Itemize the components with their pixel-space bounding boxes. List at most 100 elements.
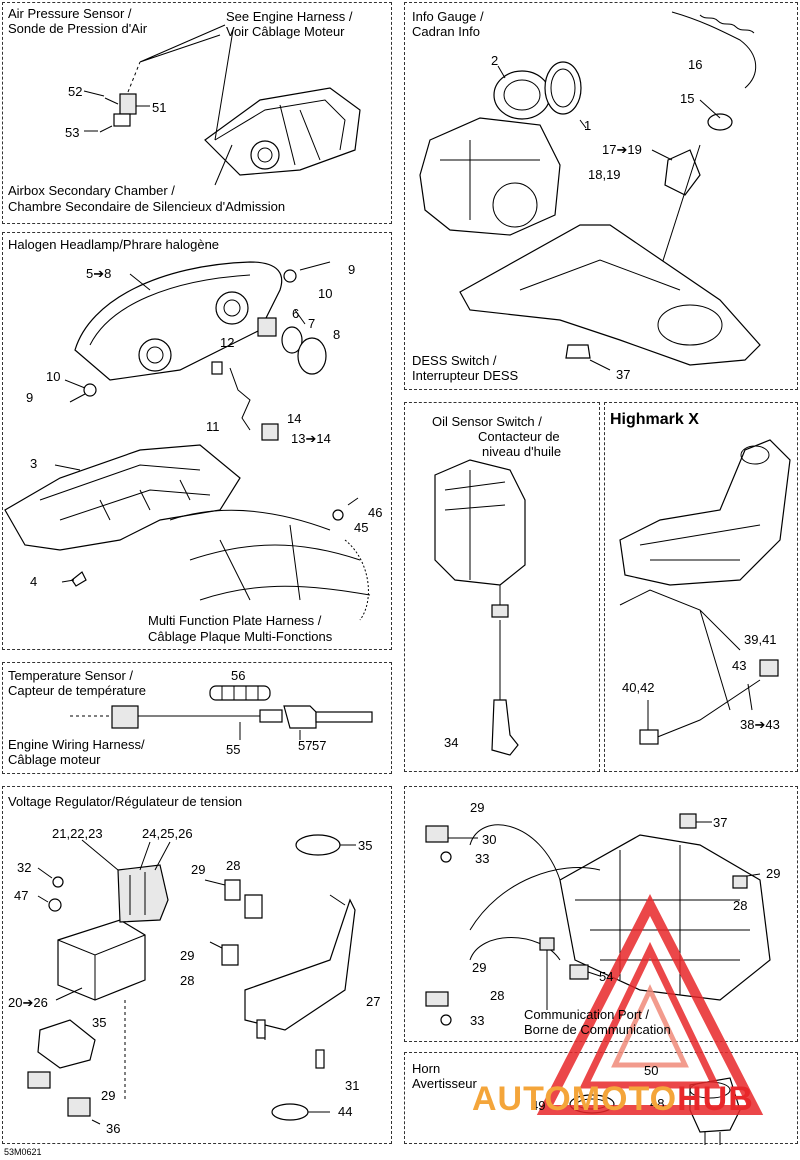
- temperature-drawing: [70, 685, 373, 740]
- mfp-harness-label-en: Multi Function Plate Harness /: [148, 613, 322, 628]
- panel-temperature: [2, 662, 392, 774]
- engine-harness-ref-fr: Voir Câblage Moteur: [226, 24, 345, 39]
- part-number: 15: [680, 91, 695, 106]
- part-number: 43: [732, 658, 747, 673]
- oil-tank-drawing: [434, 459, 526, 756]
- oil-sensor-title-en: Oil Sensor Switch /: [432, 414, 542, 429]
- horn-title-en: Horn: [412, 1061, 441, 1076]
- air-pressure-sensor-drawing: [83, 24, 234, 186]
- engine-wiring-label-en: Engine Wiring Harness/: [8, 737, 145, 752]
- part-number: 18,19: [588, 167, 621, 182]
- airbox-label-fr: Chambre Secondaire de Silencieux d'Admis…: [8, 199, 286, 214]
- part-number: 37: [713, 815, 728, 830]
- watermark-logo-mark: [536, 894, 764, 1115]
- engine-wiring-label-fr: Câblage moteur: [8, 752, 101, 767]
- part-number: 48: [650, 1096, 665, 1111]
- gauge-drawing: [419, 61, 587, 236]
- part-number: 28: [180, 973, 195, 988]
- part-number: 29: [191, 862, 206, 877]
- part-number: 27: [366, 994, 381, 1009]
- part-number: 55: [226, 742, 241, 757]
- part-number: 17➔19: [602, 142, 642, 157]
- part-number: 28: [733, 898, 748, 913]
- headlamp-bracket-drawing: [4, 444, 371, 621]
- part-number: 31: [345, 1078, 360, 1093]
- air-pressure-title-fr: Sonde de Pression d'Air: [8, 21, 148, 36]
- diagram-code: 53M0621: [4, 1147, 42, 1157]
- part-number: 32: [17, 860, 32, 875]
- part-number: 10: [46, 369, 61, 384]
- part-number: 20➔26: [8, 995, 48, 1010]
- part-number: 33: [470, 1013, 485, 1028]
- part-number: 52: [68, 84, 83, 99]
- panel-oil-sensor: [404, 402, 600, 772]
- info-gauge-title-en: Info Gauge /: [412, 9, 484, 24]
- watermark-text-c: HUB: [677, 1080, 754, 1118]
- part-number: 28: [226, 858, 241, 873]
- part-number: 29: [101, 1088, 116, 1103]
- part-number: 38➔43: [740, 717, 780, 732]
- panel-air-pressure: [2, 2, 392, 224]
- part-number: 35: [92, 1015, 107, 1030]
- part-number: 29: [470, 800, 485, 815]
- panel-communication: [404, 786, 798, 1042]
- part-number: 5➔8: [86, 266, 112, 281]
- oil-sensor-title-fr-1: Contacteur de: [478, 429, 560, 444]
- oil-sensor-title-fr-2: niveau d'huile: [482, 444, 562, 459]
- part-number: 54: [599, 969, 614, 984]
- dess-label-en: DESS Switch /: [412, 353, 497, 368]
- panel-info-gauge: [404, 2, 798, 390]
- part-number: 12: [220, 335, 235, 350]
- part-number: 13➔14: [291, 431, 331, 446]
- part-number: 7: [308, 316, 316, 331]
- horn-title-fr: Avertisseur: [412, 1076, 477, 1091]
- part-number: 47: [14, 888, 29, 903]
- part-number: 24,25,26: [142, 826, 193, 841]
- watermark-text-b: MOTO: [571, 1080, 678, 1118]
- part-number: 6: [292, 306, 300, 321]
- part-number: 29: [766, 866, 781, 881]
- part-number: 10: [318, 286, 333, 301]
- part-number: 46: [368, 505, 383, 520]
- part-number: 16: [688, 57, 703, 72]
- part-number: 57: [298, 738, 313, 753]
- part-number: 29: [472, 960, 487, 975]
- part-number: 33: [475, 851, 490, 866]
- panel-highmark: [604, 402, 798, 772]
- part-number: 53: [65, 125, 80, 140]
- headlamp-drawing: [64, 261, 331, 441]
- part-number: 34: [444, 735, 459, 750]
- part-number: 9: [26, 390, 34, 405]
- engine-harness-ref-en: See Engine Harness /: [226, 9, 353, 24]
- part-number: 3: [30, 456, 38, 471]
- part-number: 8: [333, 327, 341, 342]
- part-number: 50: [644, 1063, 659, 1078]
- part-number: 1: [584, 118, 592, 133]
- air-pressure-title-en: Air Pressure Sensor /: [8, 6, 132, 21]
- mfp-harness-label-fr: Câblage Plaque Multi-Fonctions: [148, 629, 333, 644]
- part-number: 39,41: [744, 632, 777, 647]
- part-number: 4: [30, 574, 38, 589]
- airbox-drawing: [204, 87, 361, 176]
- part-number: 44: [338, 1104, 353, 1119]
- airbox-label-en: Airbox Secondary Chamber /: [8, 183, 175, 198]
- highmark-tank-drawing: [619, 439, 791, 745]
- communication-drawing: [425, 813, 771, 1026]
- part-number: 56: [231, 668, 246, 683]
- part-number-label: 57: [312, 738, 327, 753]
- highmark-title: Highmark X: [610, 411, 699, 428]
- part-number: 35: [358, 838, 373, 853]
- part-number: 11: [206, 419, 220, 434]
- watermark-logo: AUTOMOTOHUB: [472, 1080, 754, 1119]
- part-number: 36: [106, 1121, 121, 1136]
- part-number: 45: [354, 520, 369, 535]
- watermark-text-a: AUTO: [472, 1080, 572, 1118]
- part-number: 9: [348, 262, 356, 277]
- temperature-title-en: Temperature Sensor /: [8, 668, 134, 683]
- part-number: 28: [490, 988, 505, 1003]
- part-number: 51: [152, 100, 167, 115]
- part-number: 40,42: [622, 680, 655, 695]
- part-number: 21,22,23: [52, 826, 103, 841]
- dess-drawing: [651, 11, 757, 271]
- temperature-title-fr: Capteur de température: [8, 683, 147, 698]
